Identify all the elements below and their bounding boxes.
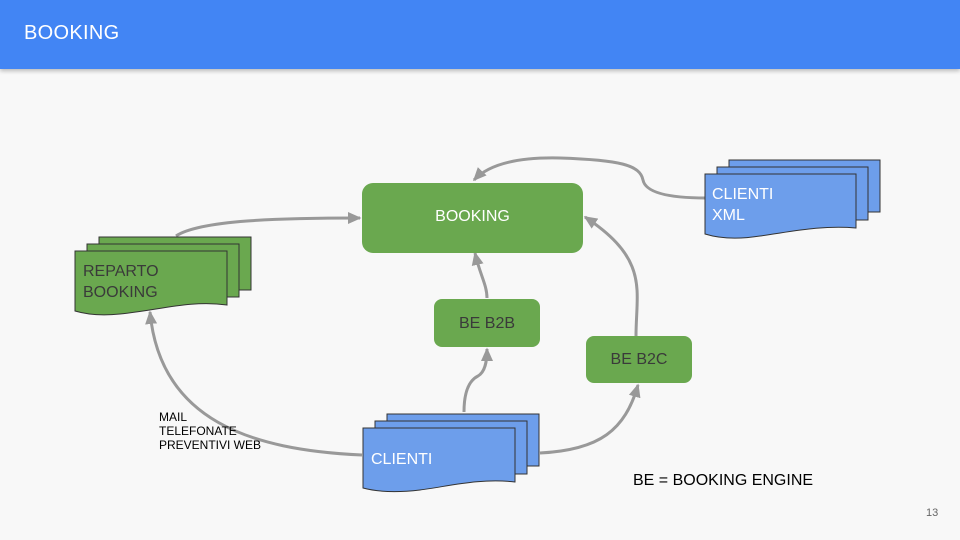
channels-note: MAIL TELEFONATE PREVENTIVI WEB	[159, 410, 261, 452]
clienti-node	[362, 413, 540, 493]
connector-clientixml-to-booking	[472, 156, 707, 200]
slide-header: BOOKING	[0, 0, 960, 69]
be-b2c-node	[586, 336, 692, 383]
channels-note-line: TELEFONATE	[159, 424, 237, 438]
reparto-booking-label-line1: REPARTO	[83, 263, 159, 280]
connector-clienti-to-b2b	[462, 347, 493, 413]
clienti-xml-label-line1: CLIENTI	[712, 186, 774, 203]
connector-b2b-to-booking	[471, 251, 489, 299]
be-b2b-node	[434, 299, 540, 347]
reparto-booking-label-line2: BOOKING	[83, 284, 158, 301]
reparto-booking-label: REPARTO BOOKING	[83, 261, 159, 303]
slide-title: BOOKING	[24, 22, 120, 44]
be-b2c-node-label: BE B2C	[610, 351, 668, 368]
clienti-node-label: CLIENTI	[371, 451, 433, 468]
booking-node-label: BOOKING	[435, 208, 510, 225]
be-b2b-node-label: BE B2B	[458, 315, 516, 332]
connector-b2c-to-booking	[583, 215, 639, 337]
booking-node	[362, 183, 583, 253]
clienti-xml-label: CLIENTI XML	[712, 184, 773, 226]
channels-note-line: MAIL	[159, 410, 188, 424]
clienti-xml-label-line2: XML	[712, 207, 745, 224]
connectors	[145, 156, 707, 457]
connector-clienti-to-reparto	[145, 310, 363, 457]
clienti-xml-node	[704, 159, 881, 239]
channels-note-line: PREVENTIVI WEB	[159, 438, 262, 452]
page-number: 13	[926, 507, 939, 519]
connector-clienti-to-b2c	[539, 383, 641, 455]
connector-reparto-to-booking	[175, 212, 362, 238]
reparto-booking-node	[74, 236, 252, 316]
legend-text: BE = BOOKING ENGINE	[633, 472, 814, 489]
